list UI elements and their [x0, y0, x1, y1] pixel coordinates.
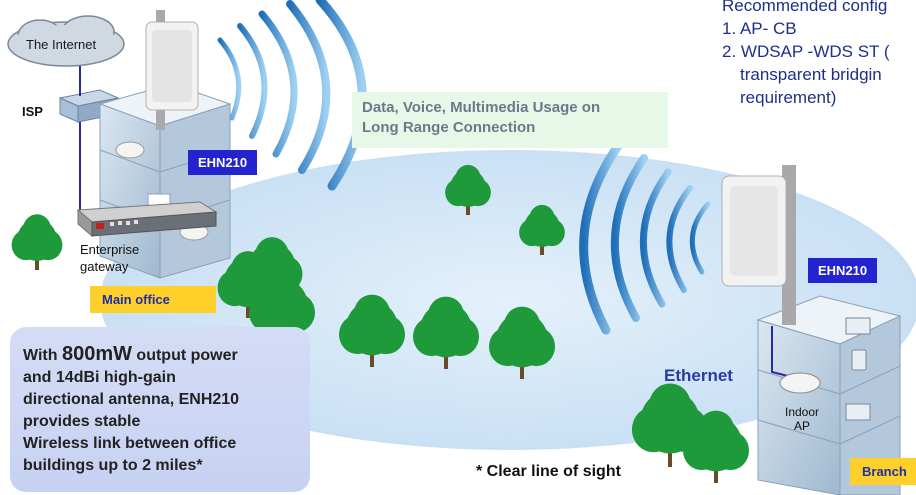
gateway-router-icon	[76, 201, 218, 238]
recommended-title: Recommended config	[722, 0, 888, 15]
recommended-item-1: 1. AP- CB	[722, 19, 797, 38]
cloud-icon	[7, 15, 125, 67]
callout-line-5: Wireless link between office	[23, 435, 237, 452]
indoor-ap-icon	[779, 372, 821, 394]
trees	[11, 164, 750, 483]
main-office-tag: Main office	[90, 286, 216, 313]
ethernet-label: Ethernet	[664, 366, 733, 385]
clear-sight-note: * Clear line of sight	[476, 463, 621, 480]
isp-label: ISP	[22, 104, 43, 119]
callout-text: With 800mW output power and 14dBi high-g…	[23, 343, 239, 477]
callout-line-3: directional antenna, ENH210	[23, 391, 240, 408]
tree-icon	[11, 214, 63, 270]
tree-icon	[338, 294, 406, 367]
recommended-item-3: transparent bridgin	[740, 65, 882, 84]
callout-power: 800mW	[61, 343, 132, 365]
callout-rest: output power	[131, 347, 238, 364]
recommended-config: Recommended config 1. AP- CB 2. WDSAP -W…	[722, 0, 890, 109]
tree-icon	[631, 383, 709, 467]
callout-line-4: provides stable	[23, 413, 141, 430]
recommended-item-4: requirement)	[740, 88, 837, 107]
gateway-label: Enterprise gateway	[80, 242, 140, 274]
tree-icon	[412, 296, 480, 369]
wireless-wave-icon	[217, 0, 367, 191]
tree-icon	[682, 410, 750, 483]
laptop-icon	[845, 317, 871, 335]
ehn210-main-tag: EHN210	[188, 150, 258, 175]
wireless-wave-icon	[579, 141, 711, 335]
recommended-item-2: 2. WDSAP -WDS ST (	[722, 42, 890, 61]
tree-icon	[519, 204, 565, 255]
info-callout: With 800mW output power and 14dBi high-g…	[10, 327, 310, 492]
pda-icon	[851, 349, 867, 371]
usage-line-1: Data, Voice, Multimedia Usage on	[362, 99, 601, 116]
callout-lead: With	[23, 347, 62, 364]
indoor-ap-label: Indoor AP	[784, 405, 820, 433]
tree-icon	[488, 306, 556, 379]
ehn210-branch-tag: EHN210	[808, 258, 878, 283]
callout-line-2: and 14dBi high-gain	[23, 369, 176, 386]
ap-device-icon	[115, 141, 145, 159]
usage-line-2: Long Range Connection	[362, 119, 536, 136]
ehn210-antenna-icon	[145, 21, 199, 111]
ehn210-antenna-icon	[721, 175, 787, 287]
laptop-icon	[845, 403, 871, 421]
internet-label: The Internet	[26, 37, 97, 52]
callout-line-6: buildings up to 2 miles*	[23, 457, 203, 474]
branch-tag: Branch	[850, 458, 916, 485]
tree-icon	[248, 272, 316, 345]
usage-banner: Data, Voice, Multimedia Usage on Long Ra…	[352, 92, 668, 148]
tree-icon	[445, 164, 491, 215]
branch-building	[756, 295, 902, 495]
